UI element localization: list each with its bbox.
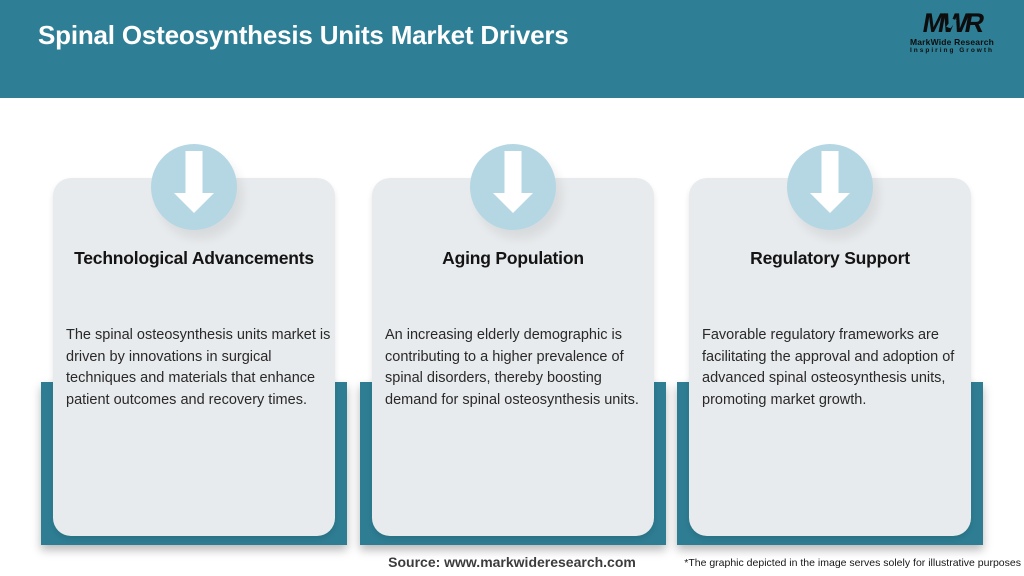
card: Regulatory Support Favorable regulatory …	[689, 178, 971, 536]
driver-card-regulatory-support: Regulatory Support Favorable regulatory …	[677, 144, 983, 546]
disclaimer-text: *The graphic depicted in the image serve…	[684, 557, 1021, 569]
card-description: The spinal osteosynthesis units market i…	[66, 327, 331, 408]
card-description: An increasing elderly demographic is con…	[385, 327, 639, 408]
card: Technological Advancements The spinal os…	[53, 178, 335, 536]
logo-tagline: Inspiring Growth	[910, 47, 994, 54]
card-title: Regulatory Support	[750, 248, 910, 268]
source-text: Source: www.markwideresearch.com	[388, 554, 636, 570]
down-arrow-icon	[470, 144, 556, 230]
card-title: Technological Advancements	[74, 248, 314, 268]
brand-logo: MWR MarkWide Research Inspiring Growth	[904, 8, 1000, 55]
driver-card-technological-advancements: Technological Advancements The spinal os…	[41, 144, 347, 546]
logo-name: MarkWide Research	[909, 37, 995, 47]
card-title: Aging Population	[442, 248, 584, 268]
down-arrow-icon	[787, 144, 873, 230]
header-banner: Spinal Osteosynthesis Units Market Drive…	[0, 0, 1024, 98]
card-description: Favorable regulatory frameworks are faci…	[702, 327, 955, 408]
card: Aging Population An increasing elderly d…	[372, 178, 654, 536]
driver-card-aging-population: Aging Population An increasing elderly d…	[360, 144, 666, 546]
logo-acronym: MWR	[920, 8, 984, 38]
page-title: Spinal Osteosynthesis Units Market Drive…	[38, 20, 569, 50]
down-arrow-icon	[151, 144, 237, 230]
